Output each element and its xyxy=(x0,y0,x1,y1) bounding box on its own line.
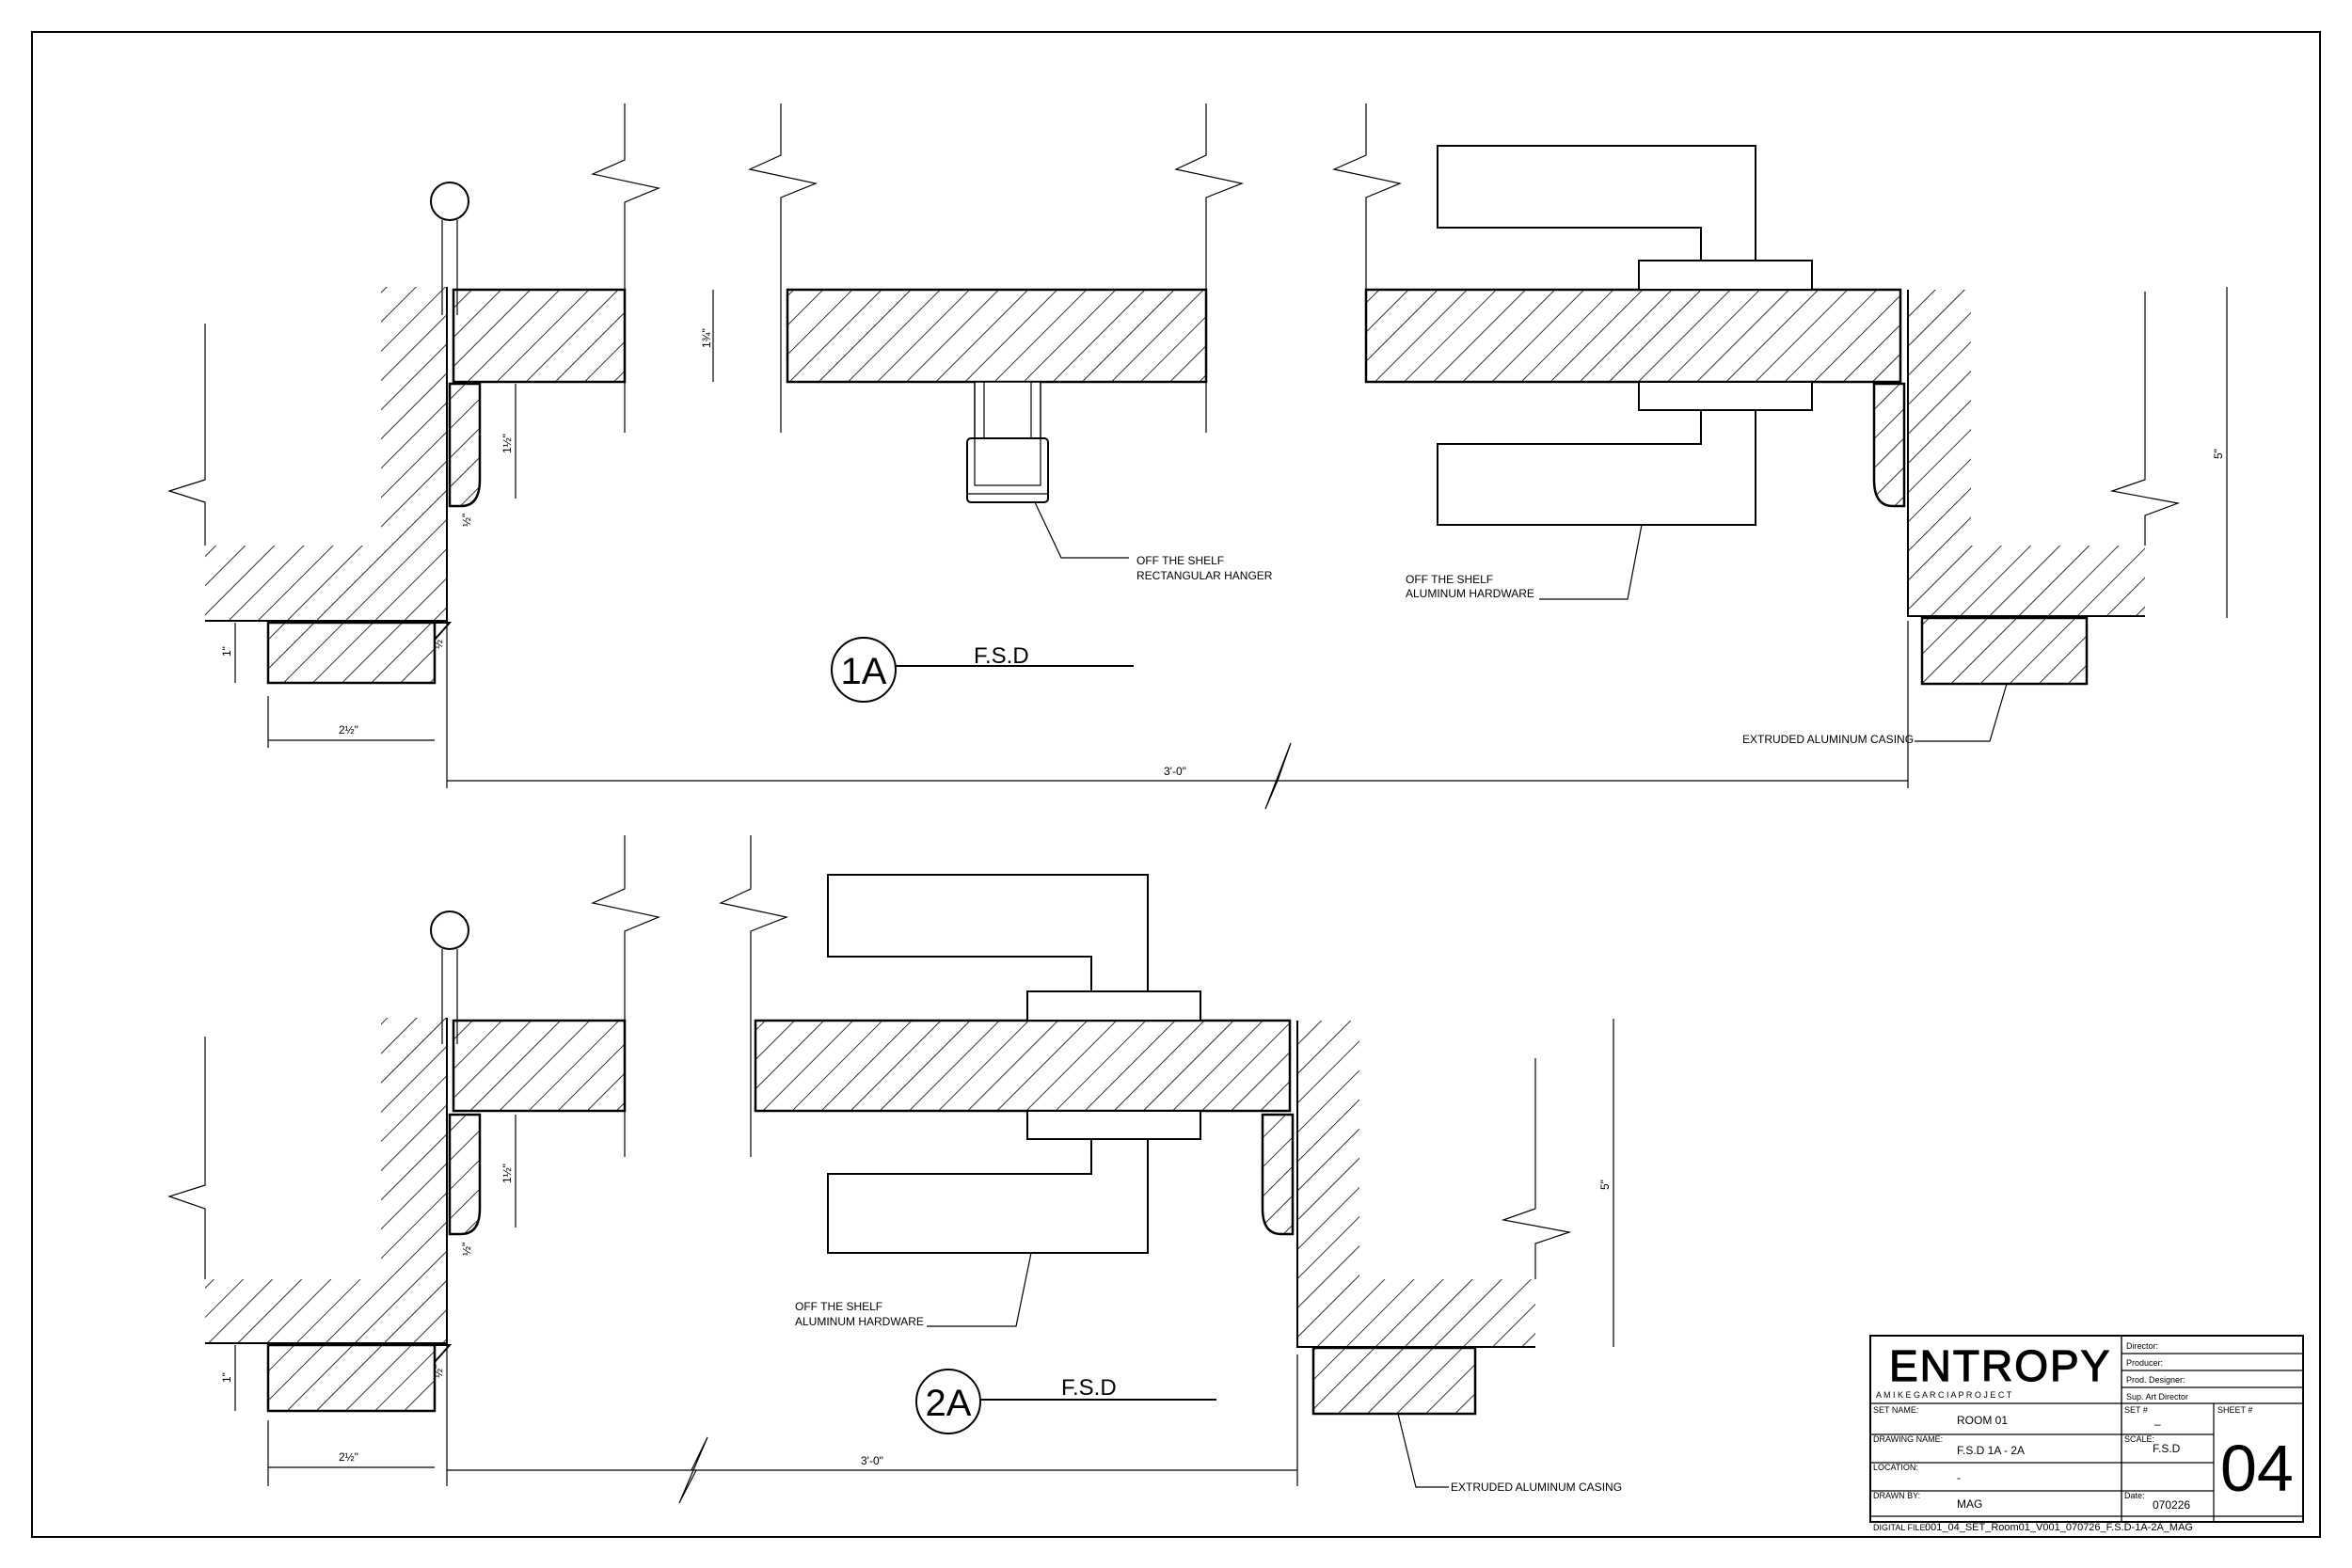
date-label: Date: xyxy=(2124,1491,2145,1500)
detail-title-1a: F.S.D xyxy=(974,643,1029,669)
right-wall-2a xyxy=(1297,1021,1535,1347)
hinge-knob-1a xyxy=(430,182,469,221)
casing-thick-dim-1a: 1" xyxy=(220,646,233,657)
door-panel-right-2a xyxy=(754,1019,1292,1113)
left-casing-1a xyxy=(266,621,437,685)
right-wall-1a xyxy=(1908,290,2145,616)
wall-depth-dim-1a: 5" xyxy=(2212,449,2225,459)
detail-1a: 3'-0" 2½" 1" 1¾" 1½" ½" ½" 5" OFF THE SH… xyxy=(167,103,2228,810)
date-value: 070226 xyxy=(2153,1498,2190,1512)
sheet-border xyxy=(31,31,2321,1538)
drawn-by-value: MAG xyxy=(1957,1497,1982,1511)
sheet-no-value: 04 xyxy=(2220,1432,2294,1505)
left-trim-2a xyxy=(448,1113,482,1236)
right-casing-1a xyxy=(1920,616,2089,686)
casing-width-dim-1a: 2½" xyxy=(339,723,358,736)
detail-bubble-label-2a: 2A xyxy=(926,1383,972,1424)
note-hanger-line1-1a: OFF THE SHELF xyxy=(1136,554,1224,567)
detail-2a: 3'-0" 2½" 1" 1½" ½" ½" 5" OFF THE SHELF … xyxy=(167,835,1622,1504)
sheet-label: SHEET # xyxy=(2217,1405,2252,1415)
casing-thick-dim-2a: 1" xyxy=(220,1372,233,1383)
detail-bubble-label-1a: 1A xyxy=(841,651,887,692)
reveal-dim-2a: ½" xyxy=(460,1243,473,1256)
detail-bubble-1a xyxy=(831,637,897,703)
note-casing-1a: EXTRUDED ALUMINUM CASING xyxy=(1742,733,1914,746)
span-dim-2a: 3'-0" xyxy=(861,1454,883,1467)
wall-depth-dim-2a: 5" xyxy=(1598,1180,1612,1190)
door-panel-left-2a xyxy=(452,1019,627,1113)
door-panel-middle-1a xyxy=(786,288,1208,384)
left-wall-2a xyxy=(205,1018,447,1343)
set-no-label: SET # xyxy=(2124,1405,2148,1415)
door-panel-left-1a xyxy=(452,288,627,384)
note-casing-2a: EXTRUDED ALUMINUM CASING xyxy=(1451,1481,1622,1494)
title-block: ENTROPY A M I K E G A R C I A P R O J E … xyxy=(1869,1335,2304,1533)
location-value: - xyxy=(1957,1471,1961,1484)
span-dim-1a: 3'-0" xyxy=(1164,765,1186,778)
detail-bubble-2a xyxy=(915,1369,981,1434)
scale-label: SCALE: xyxy=(2124,1434,2154,1444)
note-hardware-line2-1a: ALUMINUM HARDWARE xyxy=(1406,587,1534,600)
tagline: A M I K E G A R C I A P R O J E C T xyxy=(1876,1390,2012,1400)
scale-value: F.S.D xyxy=(2153,1442,2181,1455)
aluminum-hardware-2a xyxy=(827,874,1201,1254)
right-casing-2a xyxy=(1311,1346,1477,1416)
casing-gap-dim-2a: ½" xyxy=(432,1365,445,1378)
digital-file-label: DIGITAL FILE: xyxy=(1873,1523,1928,1532)
door-panel-right-1a xyxy=(1364,288,1902,384)
location-label: LOCATION: xyxy=(1873,1463,1918,1472)
note-hardware-line2-2a: ALUMINUM HARDWARE xyxy=(795,1315,924,1328)
designer-label: Prod. Designer: xyxy=(2126,1375,2185,1385)
director-label: Director: xyxy=(2126,1341,2158,1351)
set-name-value: ROOM 01 xyxy=(1957,1414,2008,1427)
note-hardware-line1-1a: OFF THE SHELF xyxy=(1406,573,1493,586)
entropy-logo: ENTROPY xyxy=(1889,1341,2111,1390)
thickness-dim-1a: 1¾" xyxy=(700,328,713,348)
detail-title-2a: F.S.D xyxy=(1061,1375,1117,1401)
left-trim-1a xyxy=(448,382,482,508)
set-no-value: – xyxy=(2154,1418,2161,1431)
right-trim-2a xyxy=(1261,1113,1295,1236)
producer-label: Producer: xyxy=(2126,1358,2163,1368)
left-casing-2a xyxy=(266,1343,437,1413)
trim-depth-dim-2a: 1½" xyxy=(501,1164,514,1183)
right-trim-1a xyxy=(1872,382,1906,508)
drawn-by-label: DRAWN BY: xyxy=(1873,1491,1920,1500)
aluminum-hardware-1a xyxy=(1437,145,1813,526)
note-hanger-line2-1a: RECTANGULAR HANGER xyxy=(1136,569,1273,582)
set-name-label: SET NAME: xyxy=(1873,1405,1918,1415)
casing-width-dim-2a: 2½" xyxy=(339,1450,358,1464)
casing-gap-dim-1a: ½" xyxy=(432,636,445,649)
drawing-name-label: DRAWING NAME: xyxy=(1873,1434,1943,1444)
hinge-knob-2a xyxy=(430,911,469,950)
reveal-dim-1a: ½" xyxy=(460,514,473,527)
art-director-label: Sup. Art Director xyxy=(2126,1392,2188,1402)
rectangular-hanger-1a xyxy=(966,381,1049,503)
drawing-name-value: F.S.D 1A - 2A xyxy=(1957,1444,2025,1457)
digital-file-value: 001_04_SET_Room01_V001_070726_F.S.D-1A-2… xyxy=(1925,1522,2193,1533)
trim-depth-dim-1a: 1½" xyxy=(501,434,514,453)
left-wall-1a xyxy=(205,287,447,621)
note-hardware-line1-2a: OFF THE SHELF xyxy=(795,1300,882,1313)
